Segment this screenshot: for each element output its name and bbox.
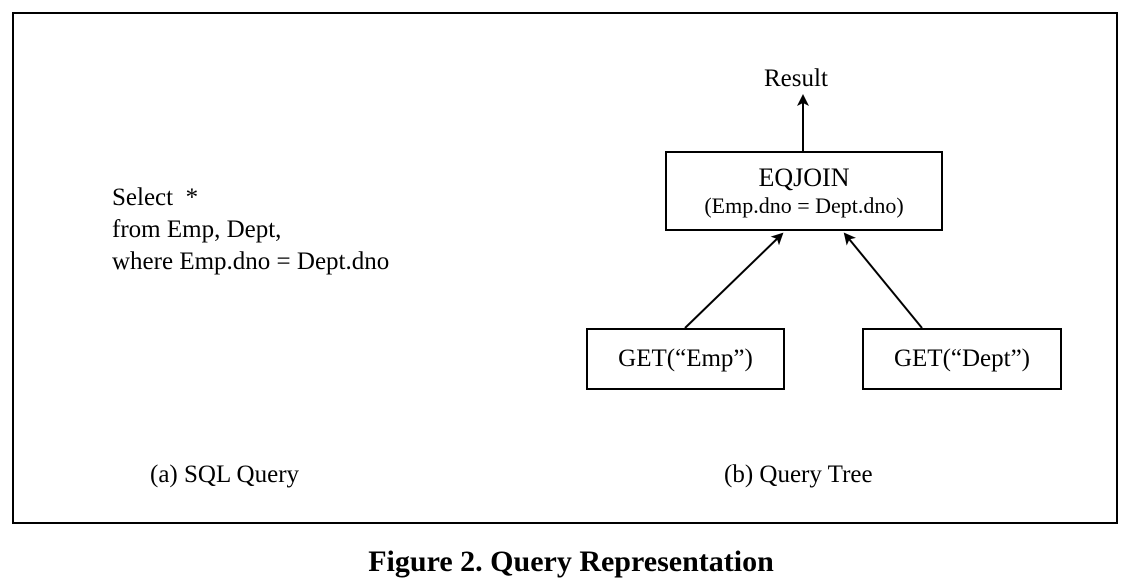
eqjoin-node: EQJOIN (Emp.dno = Dept.dno) bbox=[665, 151, 943, 231]
eqjoin-title: EQJOIN bbox=[758, 163, 850, 192]
figure-caption: Figure 2. Query Representation bbox=[368, 545, 774, 578]
get-dept-node: GET(“Dept”) bbox=[862, 328, 1062, 390]
query-tree-caption: (b) Query Tree bbox=[724, 461, 873, 488]
get-emp-label: GET(“Emp”) bbox=[618, 345, 753, 372]
sql-line-select: Select * bbox=[112, 184, 199, 211]
eqjoin-condition: (Emp.dno = Dept.dno) bbox=[704, 193, 904, 218]
sql-query-text: Select * from Emp, Dept, where Emp.dno =… bbox=[112, 182, 389, 278]
figure-frame bbox=[12, 12, 1118, 524]
sql-line-from: from Emp, Dept, bbox=[112, 216, 282, 243]
result-label: Result bbox=[764, 65, 828, 92]
sql-query-caption: (a) SQL Query bbox=[150, 461, 300, 488]
get-dept-label: GET(“Dept”) bbox=[893, 345, 1031, 372]
sql-line-where: where Emp.dno = Dept.dno bbox=[112, 248, 390, 275]
get-emp-node: GET(“Emp”) bbox=[586, 328, 785, 390]
